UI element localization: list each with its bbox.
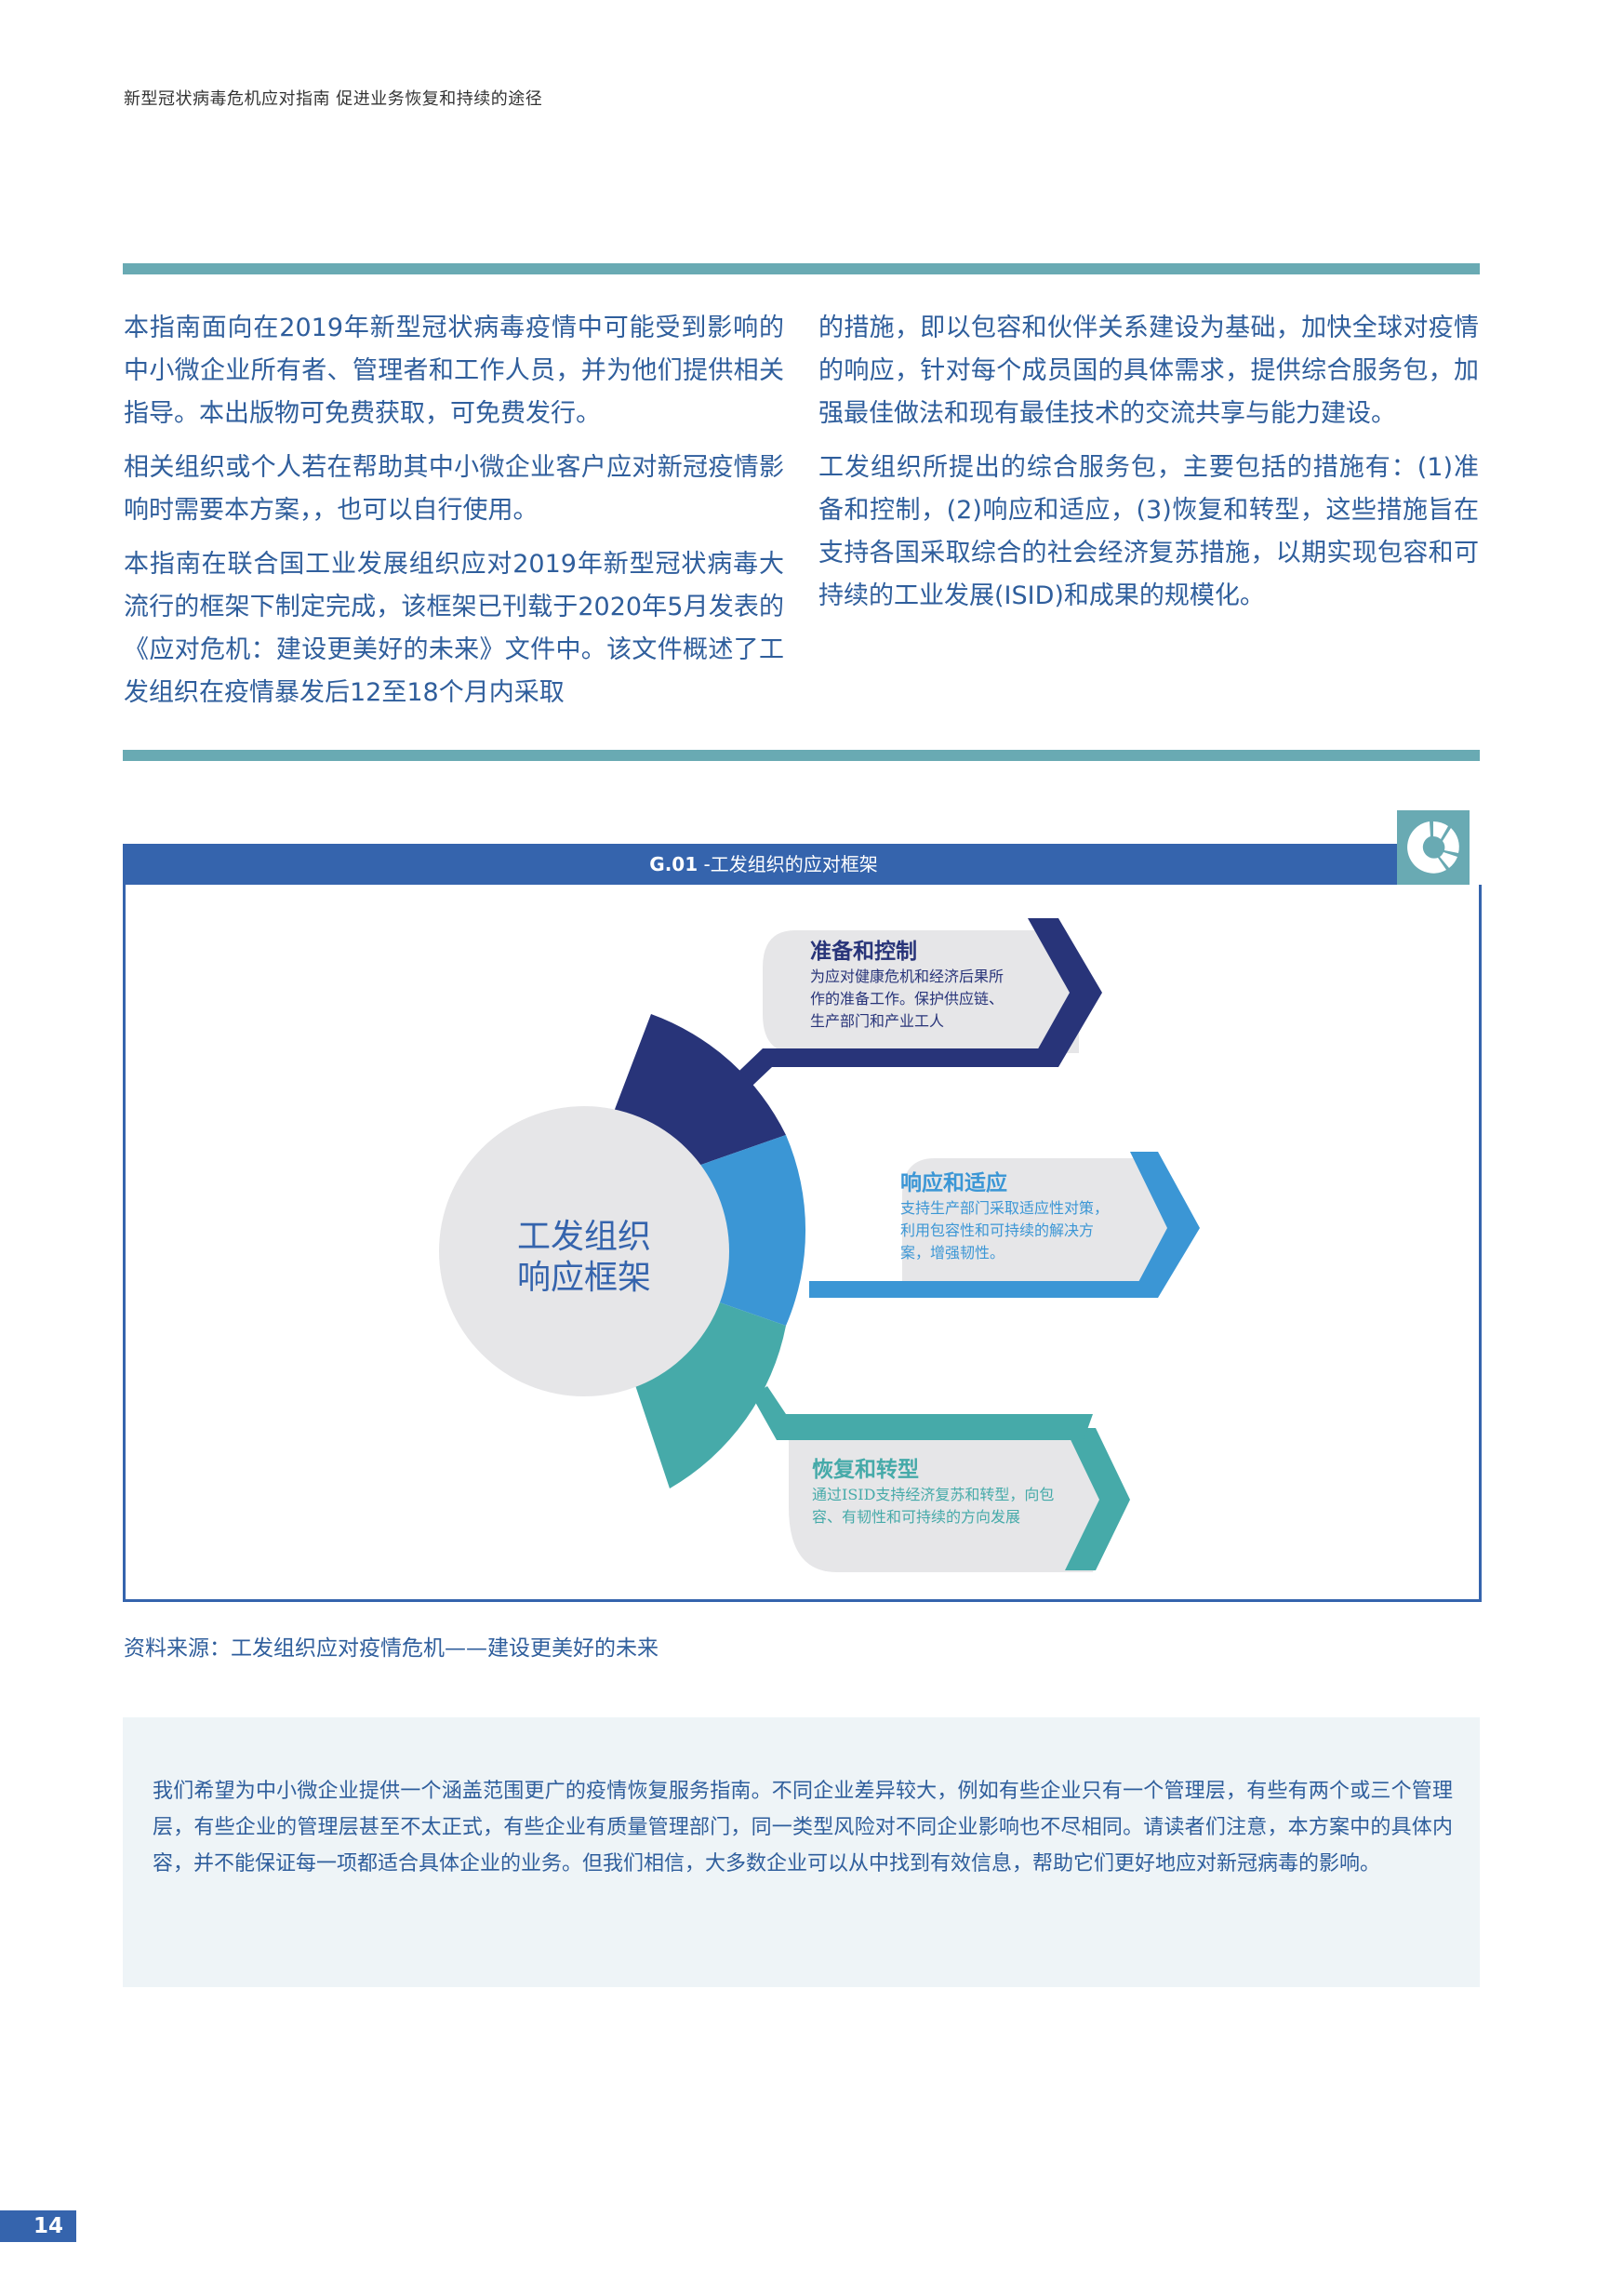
page-number-badge: 14 xyxy=(0,2210,76,2242)
paragraph: 工发组织所提出的综合服务包，主要包括的措施有：(1)准备和控制，(2)响应和适应… xyxy=(818,453,1479,610)
running-header-title: 新型冠状病毒危机应对指南 促进业务恢复和持续的途径 xyxy=(124,89,543,109)
desc-line: 通过ISID支持经济复苏和转型，向包 xyxy=(812,1486,1055,1503)
paragraph: 相关组织或个人若在帮助其中小微企业客户应对新冠疫情影响时需要本方案，，也可以自行… xyxy=(124,453,784,525)
desc-line: 容、有韧性和可持续的方向发展 xyxy=(812,1508,1021,1526)
center-label: 工发组织 响应框架 xyxy=(445,1217,724,1299)
note-text: 我们希望为中小微企业提供一个涵盖范围更广的疫情恢复服务指南。不同企业差异较大，例… xyxy=(153,1780,1453,1876)
stage-card-prepare: 准备和控制 为应对健康危机和经济后果所 作的准备工作。保护供应链、 生产部门和产… xyxy=(810,938,1004,1033)
right-text-column: 的措施，即以包容和伙伴关系建设为基础，加快全球对疫情的响应，针对每个成员国的具体… xyxy=(818,307,1479,629)
desc-line: 生产部门和产业工人 xyxy=(810,1012,945,1030)
paragraph: 本指南在联合国工业发展组织应对2019年新型冠状病毒大流行的框架下制定完成，该框… xyxy=(124,550,784,707)
note-box: 我们希望为中小微企业提供一个涵盖范围更广的疫情恢复服务指南。不同企业差异较大，例… xyxy=(123,1717,1480,1987)
figure-title-bar: G.01 -工发组织的应对框架 xyxy=(123,844,1404,885)
stage-title: 准备和控制 xyxy=(810,939,917,964)
desc-line: 案，增强韧性。 xyxy=(900,1244,1005,1261)
response-framework-diagram xyxy=(439,918,1200,1572)
desc-line: 作的准备工作。保护供应链、 xyxy=(810,990,1004,1008)
figure-title: -工发组织的应对框架 xyxy=(698,853,878,875)
desc-line: 为应对健康危机和经济后果所 xyxy=(810,968,1004,985)
top-divider-rule xyxy=(123,263,1480,274)
stage-description: 通过ISID支持经济复苏和转型，向包 容、有韧性和可持续的方向发展 xyxy=(812,1484,1054,1528)
paragraph: 本指南面向在2019年新型冠状病毒疫情中可能受到影响的中小微企业所有者、管理者和… xyxy=(124,314,784,428)
stage-card-recover: 恢复和转型 通过ISID支持经济复苏和转型，向包 容、有韧性和可持续的方向发展 xyxy=(812,1456,1054,1528)
figure-code: G.01 xyxy=(649,853,698,875)
desc-line: 支持生产部门采取适应性对策， xyxy=(900,1199,1110,1217)
figure-frame xyxy=(123,885,1482,1602)
stage-card-respond: 响应和适应 支持生产部门采取适应性对策， 利用包容性和可持续的解决方 案，增强韧… xyxy=(900,1169,1109,1264)
desc-line: 利用包容性和可持续的解决方 xyxy=(900,1221,1095,1239)
stage-description: 支持生产部门采取适应性对策， 利用包容性和可持续的解决方 案，增强韧性。 xyxy=(900,1197,1109,1264)
center-label-line: 响应框架 xyxy=(516,1259,651,1297)
paragraph: 的措施，即以包容和伙伴关系建设为基础，加快全球对疫情的响应，针对每个成员国的具体… xyxy=(818,314,1479,428)
stage-description: 为应对健康危机和经济后果所 作的准备工作。保护供应链、 生产部门和产业工人 xyxy=(810,966,1004,1033)
figure-source: 资料来源：工发组织应对疫情危机——建设更美好的未来 xyxy=(124,1636,659,1661)
stage-title: 响应和适应 xyxy=(900,1170,1007,1195)
left-text-column: 本指南面向在2019年新型冠状病毒疫情中可能受到影响的中小微企业所有者、管理者和… xyxy=(124,307,784,726)
center-label-line: 工发组织 xyxy=(516,1218,651,1256)
stage-title: 恢复和转型 xyxy=(812,1457,919,1482)
page-number: 14 xyxy=(33,2214,63,2238)
middle-divider-rule xyxy=(123,750,1480,761)
donut-chart-icon xyxy=(1397,810,1470,885)
